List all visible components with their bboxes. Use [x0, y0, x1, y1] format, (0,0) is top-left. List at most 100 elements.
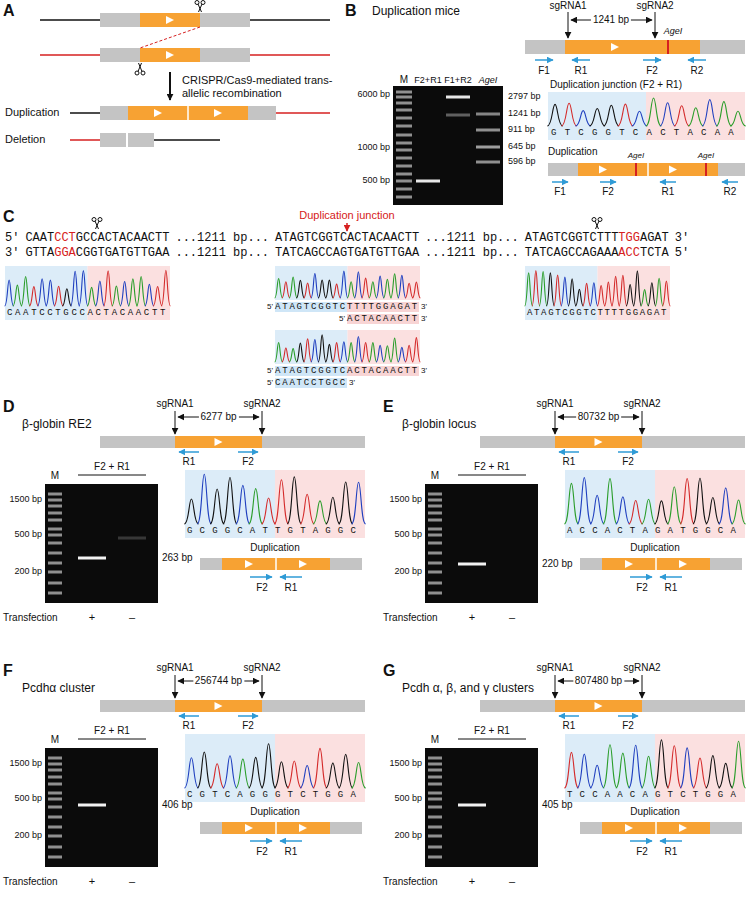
- gel-band: [48, 528, 62, 531]
- segment-bar: [656, 822, 710, 834]
- sgrna-label: sgRNA2: [636, 0, 673, 12]
- gel-band: [428, 512, 442, 515]
- gel-band: [48, 571, 62, 574]
- primer-label: R1: [563, 720, 576, 732]
- gel-band: [48, 519, 62, 522]
- sgrna-arrow: [655, 12, 656, 38]
- gel-band: [428, 806, 442, 809]
- segment-bar: [548, 163, 745, 176]
- chromatogram-trace: [274, 762, 288, 788]
- reference-sequence: CAATCCTGCC: [275, 378, 347, 388]
- gel-band: [48, 806, 62, 809]
- row-label: Transfection: [383, 876, 438, 888]
- chromatogram-trace: [362, 342, 370, 362]
- gel-band: [396, 109, 412, 112]
- gel-band: [396, 134, 412, 137]
- segment-bar: [188, 106, 248, 120]
- sgrna-label: sgRNA2: [623, 398, 660, 410]
- restriction-site: [667, 40, 669, 54]
- chromatogram-trace: [702, 100, 717, 126]
- base-calls: CAATCCTGCCACTACAACTT: [7, 308, 168, 318]
- sequence-text: ATAGTCGGTCACTACAACTT: [275, 232, 419, 246]
- row-label: Deletion: [5, 133, 45, 146]
- marker-size: 1000 bp: [357, 142, 390, 152]
- chromatogram-trace: [629, 500, 643, 524]
- chromatogram-trace: [525, 273, 533, 306]
- chromatogram-trace: [618, 104, 633, 126]
- chromatogram-trace: [29, 287, 38, 306]
- chromatogram-trace: [732, 500, 746, 524]
- chromatogram-trace: [575, 289, 583, 306]
- marker-size: 200 bp: [394, 830, 422, 840]
- chromatogram-trace: [325, 344, 333, 362]
- segment-divider: [655, 558, 657, 570]
- chromatogram-trace: [706, 497, 720, 524]
- reference-sequence: TTTTGGAGAT: [347, 302, 419, 312]
- chromatogram-trace: [667, 746, 681, 788]
- segment-bar: [100, 48, 250, 62]
- junction-arrow: [346, 223, 348, 231]
- primer-arrow: [660, 576, 682, 578]
- lane-bracket: [458, 475, 526, 476]
- sgrna-arrow: [555, 411, 556, 434]
- primer-label: F2: [256, 582, 268, 594]
- strand-end: 5': [339, 314, 345, 323]
- sgrna-label: sgRNA2: [623, 662, 660, 674]
- primer-arrow: [618, 715, 638, 717]
- orientation-arrow: [625, 824, 633, 832]
- gel-band: [428, 816, 442, 819]
- gel-band: [48, 534, 62, 537]
- chromatogram-trace: [575, 111, 590, 126]
- lane-label: F2+R1: [414, 75, 441, 85]
- primer-arrow: [572, 59, 590, 61]
- orientation-arrow: [625, 560, 633, 568]
- gel-band: [428, 826, 442, 829]
- gel-band: [396, 91, 412, 94]
- chromatogram-trace: [326, 763, 340, 788]
- chromatogram-trace: [120, 281, 129, 306]
- primer-arrow: [280, 576, 302, 578]
- primer-arrow: [618, 451, 638, 453]
- chromatogram-trace: [326, 497, 340, 524]
- chromatogram-trace: [104, 271, 113, 306]
- chromatogram-trace: [369, 282, 377, 298]
- chromatogram-trace: [54, 286, 63, 306]
- sgrna-label: sgRNA1: [536, 398, 573, 410]
- gap-label: ...1211 bp...: [425, 232, 519, 246]
- gel-band: [428, 757, 442, 760]
- lane-bracket: [78, 475, 146, 476]
- band-size: 263 bp: [162, 552, 193, 564]
- gel-band: [476, 161, 500, 164]
- gel-band: [428, 505, 442, 508]
- gel-band: [428, 846, 442, 849]
- sequence-text: TATCAGCCAGTGATGTTGAA: [275, 247, 419, 261]
- chromatogram-trace: [137, 276, 146, 306]
- lane-label: AgeI: [479, 75, 498, 85]
- sequence-text: 3': [5, 247, 19, 261]
- gel-band: [48, 835, 62, 838]
- gel-band: [428, 783, 442, 786]
- chromatogram-trace: [597, 286, 605, 306]
- marker-size: 500 bp: [14, 793, 42, 803]
- primer-arrow: [630, 840, 652, 842]
- dna-line: [40, 54, 100, 56]
- segment-divider: [275, 558, 277, 570]
- sequence-text: ACC: [618, 247, 640, 261]
- primer-label: R1: [183, 720, 196, 732]
- chromatogram-trace: [236, 759, 250, 788]
- gel-image: [425, 484, 538, 603]
- chromatogram-trace: [153, 286, 162, 306]
- gel-band: [458, 804, 486, 807]
- primer-arrow: [643, 59, 661, 61]
- strand-end: 5': [267, 302, 273, 311]
- size-label: 807480 bp: [573, 675, 624, 687]
- gel-band: [428, 835, 442, 838]
- chromatogram-trace: [655, 278, 663, 306]
- segment-bar: [525, 40, 745, 54]
- chromatogram-trace: [340, 271, 348, 298]
- chromatogram-trace: [376, 345, 384, 362]
- gel-band: [428, 519, 442, 522]
- orientation-arrow: [154, 109, 162, 117]
- chromatogram-trace: [210, 764, 224, 788]
- segment-bar: [200, 558, 362, 570]
